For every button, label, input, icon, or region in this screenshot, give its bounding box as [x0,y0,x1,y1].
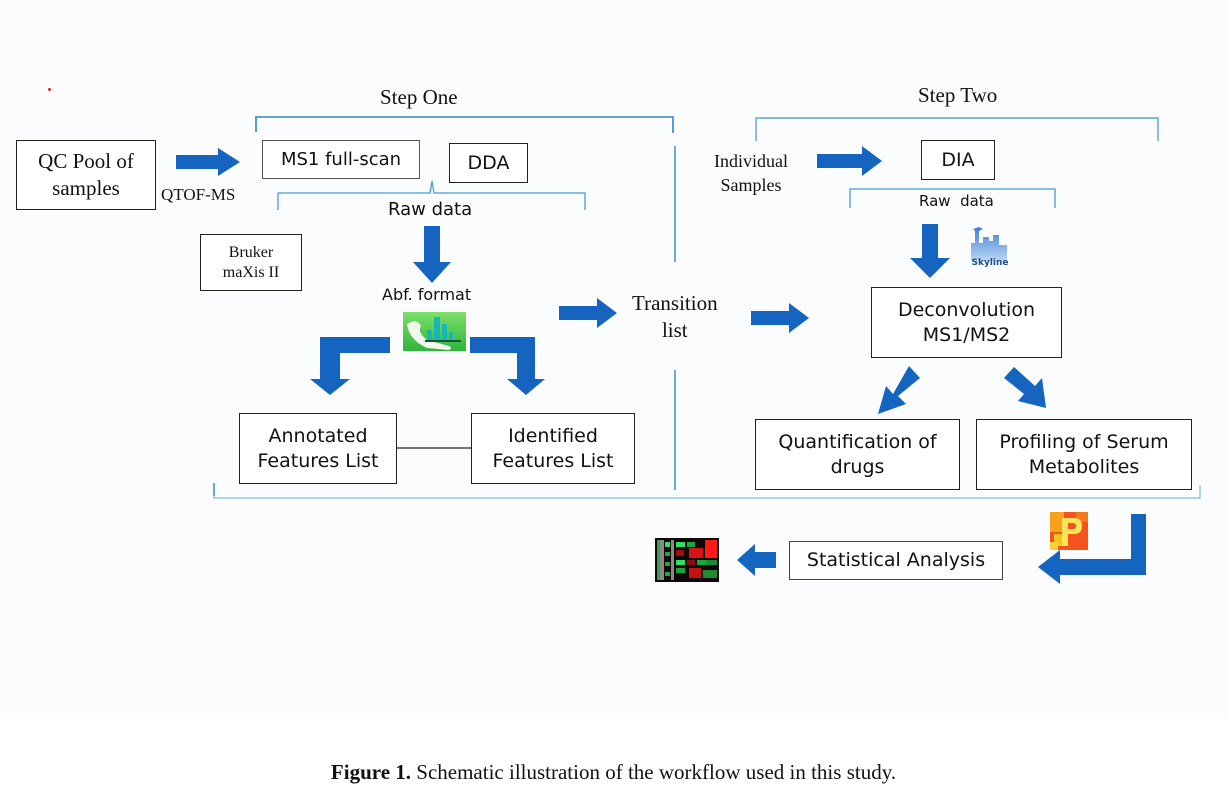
caption-text: Schematic illustration of the workflow u… [411,760,897,784]
identified-line2: Features List [492,449,614,472]
annotated-line2: Features List [257,449,379,472]
connectors-layer [176,116,1201,584]
red-dot [48,88,51,91]
arrow-to-identified [470,337,545,395]
raw-data-label-one: Raw data [388,199,473,220]
arrow-to-quantification [878,366,920,414]
dia-label: DIA [941,148,975,171]
samples-line2: Samples [720,175,782,196]
annotated-line1: Annotated [268,424,368,447]
step-one-title: Step One [380,85,458,109]
qc-pool-box: QC Pool of samples [16,140,156,210]
quantification-box: Quantification of drugs [755,419,960,490]
step-two-title: Step Two [918,83,998,107]
ms-dial-software-icon [403,312,466,351]
heatmap-icon [655,538,719,582]
identified-line1: Identified [508,424,598,447]
samples-line1: Individual [714,151,788,171]
quantification-line1: Quantification of [778,430,937,453]
step-one-bracket [255,116,674,133]
bruker-line2: maXis II [222,263,280,281]
raw-data-label-two: Raw data [919,192,994,210]
ms1-full-scan-box: MS1 full-scan [262,140,420,179]
statistical-analysis-label: Statistical Analysis [806,549,986,572]
skyline-software-icon: Skyline [967,221,1013,268]
arrow-to-profiling [1004,367,1046,408]
caption-label: Figure 1. [330,760,412,784]
arrow-to-annotated [310,337,390,395]
ms1-full-scan-label: MS1 full-scan [280,148,402,170]
dda-label: DDA [467,151,510,174]
skyline-label: Skyline [971,258,1008,267]
arrow-qc-to-ms1 [176,148,240,176]
p-software-icon [1050,512,1088,550]
quantification-line2: drugs [830,455,885,478]
arrow-format-to-transition [559,298,617,328]
transition-line1: Transition [632,291,718,315]
annotated-features-box: Annotated Features List [239,413,397,484]
bruker-line1: Bruker [228,243,274,261]
arrow-statistics-to-heatmap [737,544,776,576]
profiling-line2: Metabolites [1028,455,1140,478]
arrow-samples-to-dia [817,146,882,176]
arrow-raw-to-format [413,226,451,283]
figure-caption: Figure 1. Schematic illustration of the … [0,760,1227,785]
deconvolution-line2: MS1/MS2 [922,323,1011,346]
arrow-raw-to-deconvolution [910,224,950,278]
dda-box: DDA [449,143,528,183]
transition-list-label: Transition list [632,290,718,344]
qc-pool-line2: samples [52,176,120,200]
abf-format-label: Abf. format [382,285,472,304]
identified-features-box: Identified Features List [471,413,635,484]
statistical-analysis-box: Statistical Analysis [789,541,1003,580]
deconvolution-box: Deconvolution MS1/MS2 [871,287,1062,358]
bruker-box: Bruker maXis II [200,234,302,291]
arrow-transition-to-deconvolution [751,303,809,333]
transition-line2: list [661,317,688,342]
workflow-figure: Step One Step Two QC Pool of samples QTO… [16,83,1201,584]
profiling-line1: Profiling of Serum [999,430,1169,453]
qtof-ms-label: QTOF-MS [161,185,236,204]
dia-box: DIA [921,140,995,180]
deconvolution-line1: Deconvolution [897,298,1036,321]
qc-pool-line1: QC Pool of [38,148,134,173]
step-two-bracket [755,117,1159,141]
profiling-box: Profiling of Serum Metabolites [976,419,1192,490]
individual-samples-label: Individual Samples [714,149,788,198]
